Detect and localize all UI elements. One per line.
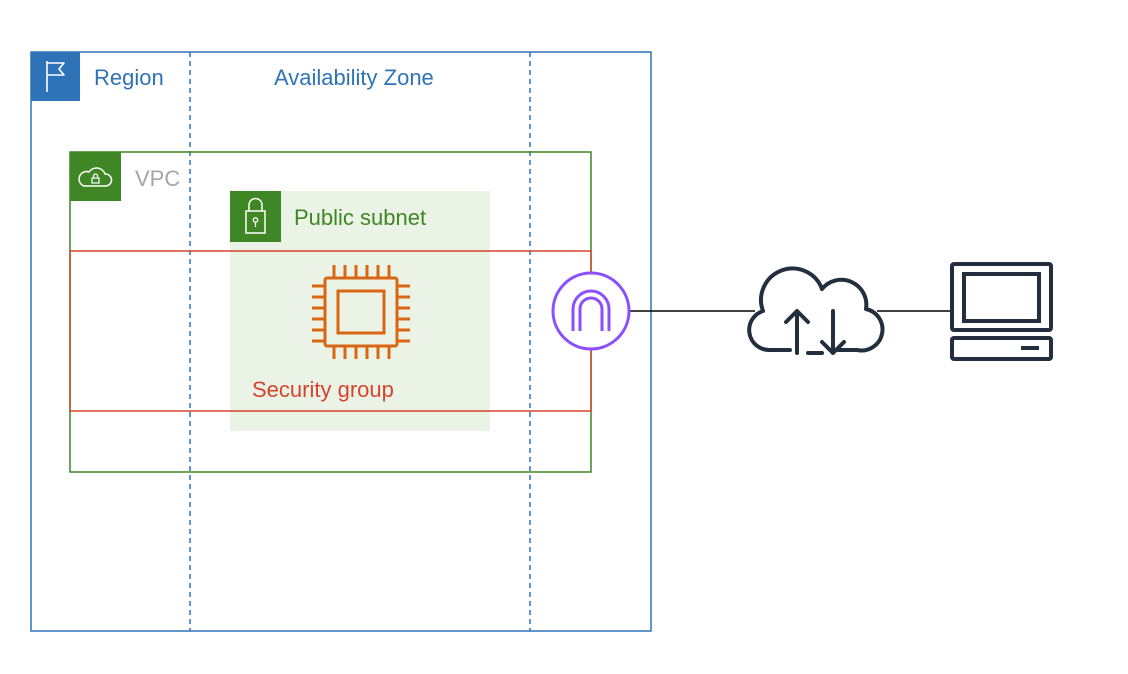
security-group-label: Security group <box>252 377 394 402</box>
internet-gateway-icon <box>551 271 631 351</box>
computer-icon <box>950 262 1053 361</box>
public-subnet-label: Public subnet <box>294 205 427 230</box>
flag-icon <box>31 52 80 101</box>
padlock-icon <box>230 191 281 242</box>
region-box <box>30 51 652 632</box>
region-label: Region <box>94 65 164 90</box>
cloud-upload-download-icon <box>747 266 885 355</box>
availability-zone-label: Availability Zone <box>274 65 434 90</box>
chip-icon <box>312 265 410 359</box>
vpc-label: VPC <box>135 166 181 191</box>
cloud-lock-icon <box>70 152 121 201</box>
